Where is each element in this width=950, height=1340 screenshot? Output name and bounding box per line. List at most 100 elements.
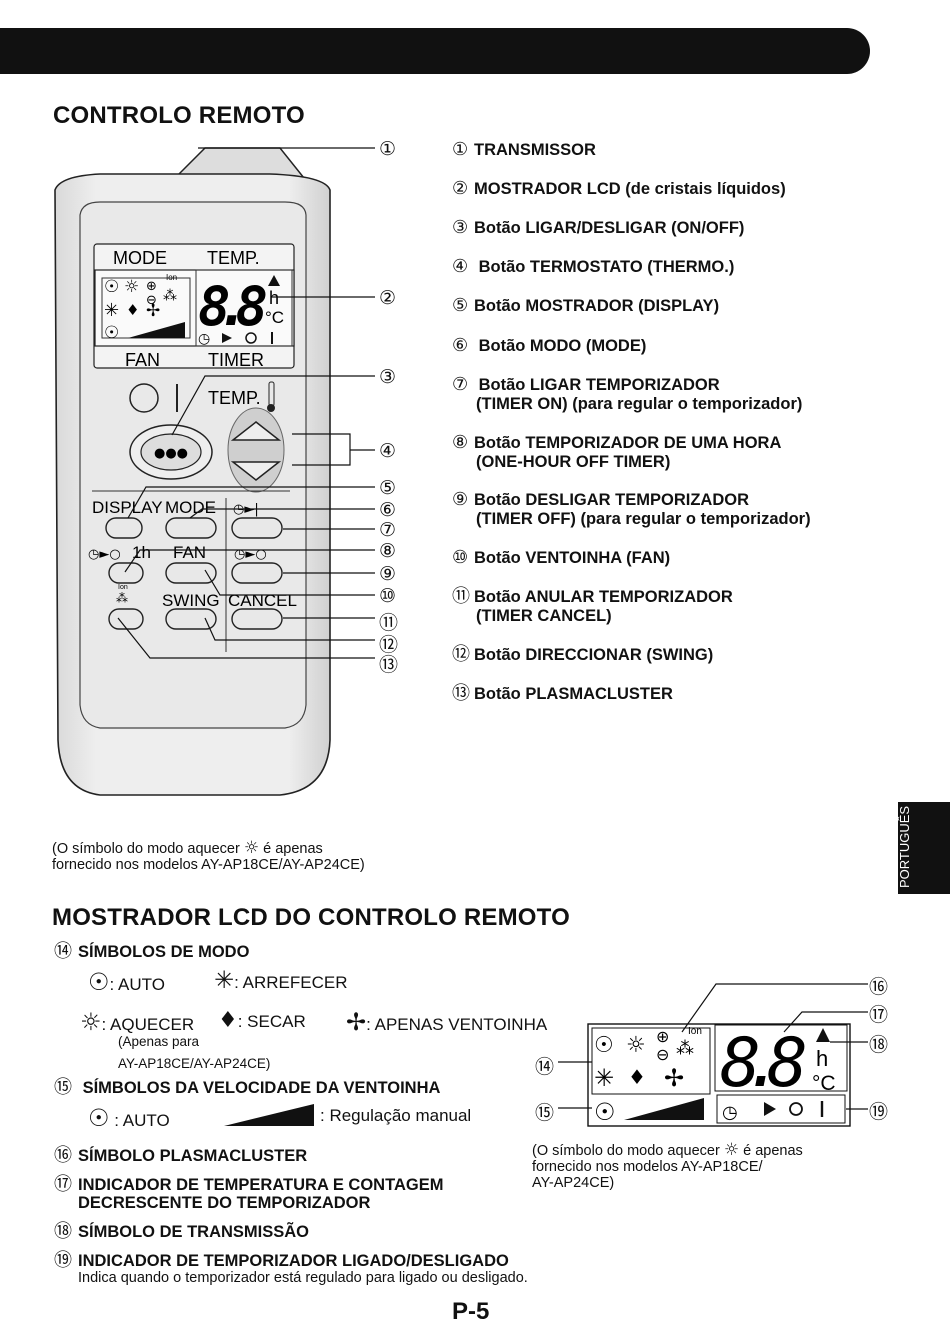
part-item: ④ Botão TERMOSTATO (THERMO.) — [452, 256, 735, 277]
fan-icon: ✢ — [346, 1008, 367, 1036]
lcd-h: h — [269, 288, 279, 308]
svg-text:◷: ◷ — [198, 331, 210, 347]
page-number: P-5 — [452, 1298, 490, 1325]
callout-4: ④ — [379, 440, 397, 462]
callout-18: ⑱ — [869, 1034, 889, 1056]
callout-12: ⑫ — [379, 634, 399, 656]
svg-text:☼: ☼ — [626, 1033, 646, 1058]
snowflake-icon: ✳ — [214, 966, 235, 994]
svg-text:●●●: ●●● — [154, 446, 188, 461]
temp-label: TEMP. — [208, 388, 261, 408]
svg-text:Ion: Ion — [166, 273, 177, 282]
lcd-item-15: ⑮ SÍMBOLOS DA VELOCIDADE DA VENTOINHA — [54, 1077, 441, 1097]
auto-icon: ☉ — [88, 1104, 110, 1132]
svg-text:CANCEL: CANCEL — [228, 591, 297, 610]
heat-model-note: (Apenas para — [118, 1034, 200, 1049]
fan-auto: ☉ : AUTO — [88, 1104, 170, 1132]
callout-15: ⑮ — [535, 1102, 555, 1124]
section-title-remote: CONTROLO REMOTO — [53, 102, 305, 129]
part-item: ⑦ Botão LIGAR TEMPORIZADOR(TIMER ON) (pa… — [452, 374, 803, 414]
svg-text:SWING: SWING — [162, 591, 220, 610]
svg-text:⊕: ⊕ — [656, 1027, 669, 1046]
lcd-celsius: °C — [265, 308, 284, 327]
svg-text:☉: ☉ — [594, 1033, 614, 1058]
callout-3: ③ — [379, 366, 397, 388]
svg-text:⊕: ⊕ — [146, 279, 157, 294]
svg-text:☼: ☼ — [124, 277, 139, 297]
lcd-label-mode: MODE — [113, 248, 167, 268]
svg-text:FAN: FAN — [173, 543, 206, 562]
lcd-label-temp: TEMP. — [207, 248, 260, 268]
mode-heat: ☼: AQUECER — [80, 1008, 195, 1036]
droplet-icon: ♦ — [218, 1008, 238, 1033]
callout-9: ⑨ — [379, 563, 397, 585]
svg-text:Ion: Ion — [688, 1026, 702, 1037]
lcd-label-timer: TIMER — [208, 350, 264, 370]
callout-2: ② — [379, 287, 397, 309]
svg-text:⁂: ⁂ — [116, 591, 128, 605]
heat-model-note-2: AY-AP18CE/AY-AP24CE) — [118, 1056, 271, 1071]
callout-17: ⑰ — [869, 1004, 889, 1026]
svg-text:Ion: Ion — [118, 584, 128, 591]
svg-text:◷►○: ◷►○ — [88, 547, 121, 562]
svg-text:☉: ☉ — [104, 323, 119, 343]
callout-5: ⑤ — [379, 477, 397, 499]
lcd-label-fan: FAN — [125, 350, 160, 370]
svg-text:⊖: ⊖ — [146, 293, 157, 308]
svg-text:DISPLAY: DISPLAY — [92, 498, 163, 517]
mode-dry: ♦: SECAR — [218, 1008, 306, 1033]
sun-icon: ☼ — [723, 1140, 740, 1160]
svg-text:✢: ✢ — [664, 1064, 684, 1092]
sun-icon: ☼ — [80, 1008, 102, 1036]
mode-cool: ✳: ARREFECER — [214, 966, 348, 994]
callout-7: ⑦ — [379, 519, 397, 541]
auto-icon: ☉ — [88, 968, 110, 996]
callout-13: ⑬ — [379, 654, 399, 676]
svg-text:✳: ✳ — [104, 300, 119, 321]
callout-16: ⑯ — [869, 976, 889, 998]
svg-text:☉: ☉ — [104, 277, 119, 297]
svg-text:1h: 1h — [132, 543, 151, 562]
part-item: ⑥ Botão MODO (MODE) — [452, 335, 647, 356]
callout-8: ⑧ — [379, 540, 397, 562]
fan-manual: : Regulação manual — [320, 1106, 472, 1125]
callout-11: ⑪ — [379, 612, 399, 634]
svg-text:h: h — [816, 1046, 828, 1071]
language-tab: PORTUGUÊS — [897, 802, 950, 894]
svg-text:8.8: 8.8 — [720, 1024, 808, 1103]
callout-19: ⑲ — [869, 1101, 889, 1123]
svg-text:♦: ♦ — [628, 1065, 646, 1089]
svg-text:⁂: ⁂ — [676, 1038, 694, 1059]
callout-10: ⑩ — [379, 585, 397, 607]
sun-icon: ☼ — [243, 838, 260, 858]
section-title-lcd: MOSTRADOR LCD DO CONTROLO REMOTO — [52, 904, 570, 931]
heat-note: (O símbolo do modo aquecer ☼ é apenas fo… — [52, 838, 365, 874]
svg-text:◷►○: ◷►○ — [234, 547, 267, 562]
lcd-item-19-desc: Indica quando o temporizador está regula… — [78, 1270, 528, 1286]
callout-1: ① — [379, 138, 397, 160]
svg-text:⁂: ⁂ — [163, 288, 177, 304]
callout-6: ⑥ — [379, 499, 397, 521]
svg-text:✳: ✳ — [594, 1064, 614, 1092]
callout-14: ⑭ — [535, 1056, 555, 1078]
mode-fan: ✢: APENAS VENTOINHA — [346, 1008, 548, 1036]
svg-text:♦: ♦ — [126, 301, 139, 319]
svg-text:MODE: MODE — [165, 498, 216, 517]
svg-text:⊖: ⊖ — [656, 1045, 669, 1064]
mode-auto: ☉: AUTO — [88, 968, 165, 996]
svg-text:°C: °C — [812, 1072, 836, 1095]
lcd-digits: 8.8 — [198, 275, 268, 338]
